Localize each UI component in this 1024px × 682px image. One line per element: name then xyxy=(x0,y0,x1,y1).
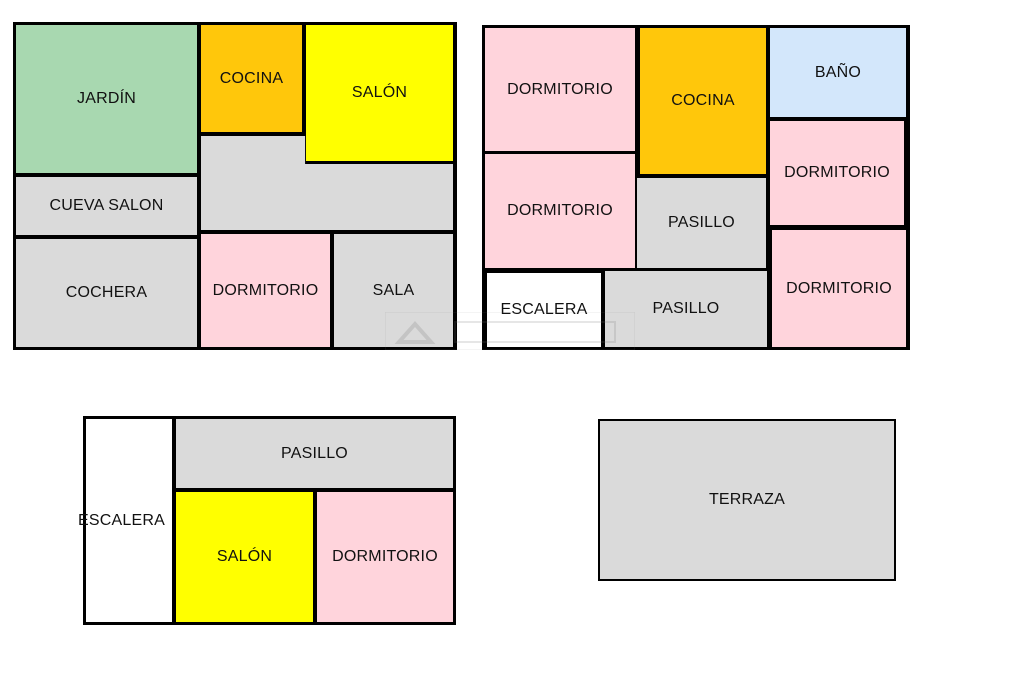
room-terraza: TERRAZA xyxy=(600,421,894,579)
room-label: TERRAZA xyxy=(708,491,786,508)
room-label: DORMITORIO xyxy=(784,164,890,181)
room-label: SALA xyxy=(372,281,415,299)
room-label: ESCALERA xyxy=(500,301,588,318)
room-label: SALÓN xyxy=(351,84,408,101)
room-jardin: JARDÍN xyxy=(16,25,197,173)
room-label: PASILLO xyxy=(281,444,348,462)
room-label: DORMITORIO xyxy=(332,548,438,565)
watermark-logo xyxy=(385,312,635,350)
room-salon: SALÓN xyxy=(306,25,453,161)
floor-plan-2: DORMITORIO COCINA BAÑO DORMITORIO PASILL… xyxy=(482,25,910,350)
room-label: COCINA xyxy=(219,69,284,87)
room-escalera: ESCALERA xyxy=(78,419,172,622)
room-cueva-salon: CUEVA SALON xyxy=(16,177,197,235)
room-cocina: COCINA xyxy=(201,25,302,132)
room-label: DORMITORIO xyxy=(507,202,613,219)
room-label: DORMITORIO xyxy=(507,80,613,98)
room-dormitorio-1: DORMITORIO xyxy=(485,28,635,151)
room-salon: SALÓN xyxy=(176,492,313,622)
room-label: JARDÍN xyxy=(77,90,136,107)
room-label: BAÑO xyxy=(814,63,862,81)
room-escalera: ESCALERA xyxy=(487,273,601,347)
room-label: PASILLO xyxy=(668,214,735,231)
room-pasillo-1: PASILLO xyxy=(637,178,766,268)
room-sala: SALA xyxy=(334,234,453,347)
room-bano: BAÑO xyxy=(770,28,906,117)
floor-plan-1: JARDÍN COCINA SALÓN CUEVA SALON COCHERA … xyxy=(13,22,457,350)
room-dormitorio-3: DORMITORIO xyxy=(770,121,904,225)
room-label: PASILLO xyxy=(652,300,720,317)
room-label: CUEVA SALON xyxy=(49,197,164,214)
room-dormitorio-2: DORMITORIO xyxy=(485,154,635,268)
room-label: SALÓN xyxy=(216,548,273,565)
room-cochera: COCHERA xyxy=(16,239,197,347)
room-pasillo: PASILLO xyxy=(176,419,453,488)
room-dormitorio: DORMITORIO xyxy=(317,492,453,622)
room-label: ESCALERA xyxy=(78,511,165,529)
floor-plan-4: TERRAZA xyxy=(598,419,896,581)
room-label: COCINA xyxy=(671,92,735,109)
room-dormitorio-4: DORMITORIO xyxy=(772,230,906,347)
room-pasillo-2: PASILLO xyxy=(605,271,767,347)
room-dormitorio: DORMITORIO xyxy=(201,234,330,347)
room-label: DORMITORIO xyxy=(786,279,892,297)
room-cocina: COCINA xyxy=(640,28,766,174)
room-label: COCHERA xyxy=(65,284,148,301)
room-label: DORMITORIO xyxy=(212,281,319,299)
floor-plan-3: ESCALERA PASILLO SALÓN DORMITORIO xyxy=(78,416,456,625)
